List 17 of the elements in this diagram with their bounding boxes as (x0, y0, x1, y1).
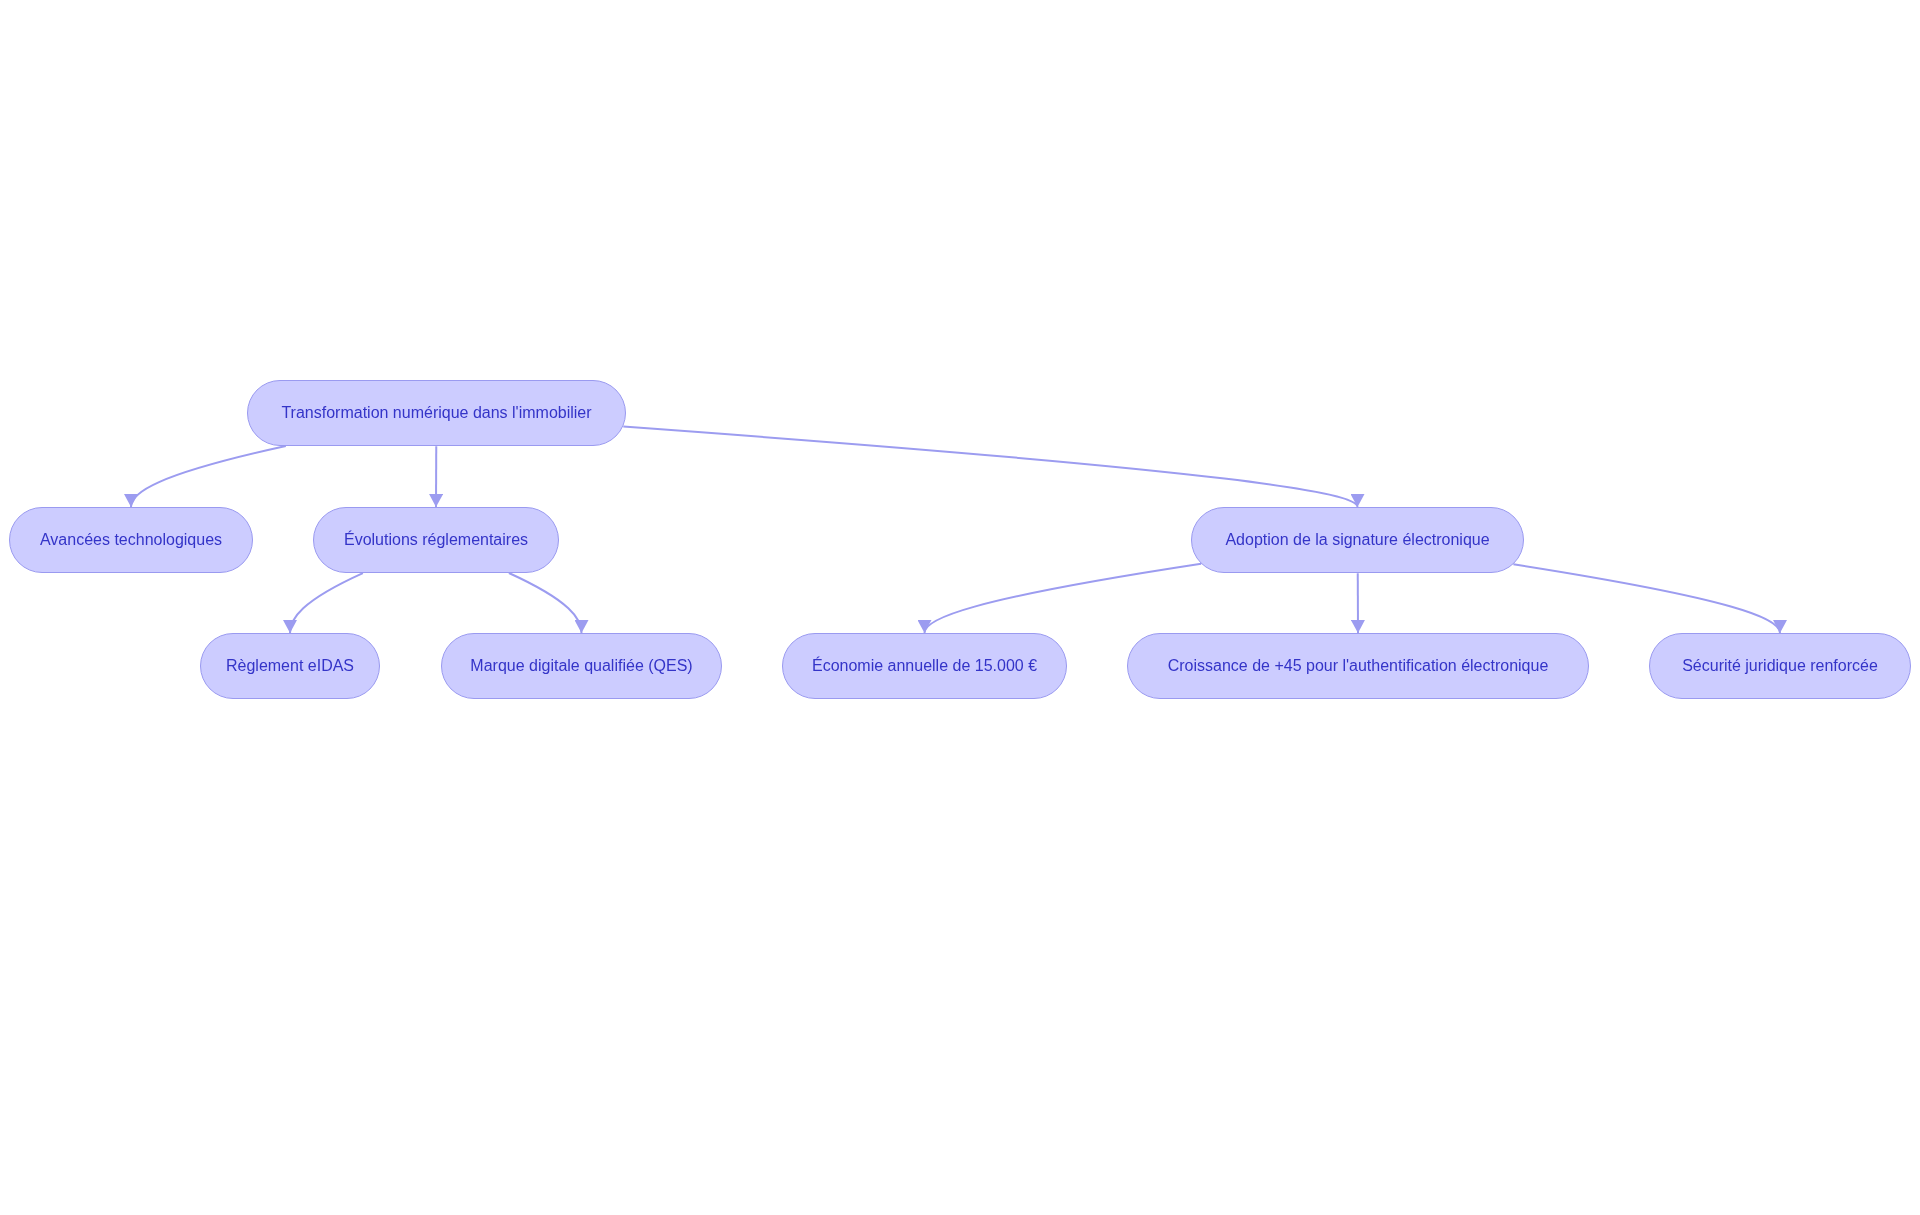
node-label: Transformation numérique dans l'immobilier (281, 403, 592, 423)
node-label: Économie annuelle de 15.000 € (811, 656, 1038, 676)
arrow (921, 562, 1203, 634)
rounded-node (1191, 507, 1524, 573)
arrow (507, 572, 588, 634)
arrow (126, 445, 287, 508)
node-label: Marque digitale qualifiée (QES) (470, 656, 693, 676)
arrow (429, 445, 444, 508)
node-label: Évolutions réglementaires (343, 530, 529, 550)
node-label: Adoption de la signature électronique (1225, 530, 1490, 550)
arrow (1512, 563, 1784, 634)
node-label: Règlement eIDAS (225, 656, 355, 676)
node-label: Avancées technologiques (39, 530, 223, 550)
node-label: Sécurité juridique renforcée (1682, 656, 1878, 676)
node-label: Croissance de +45 pour l'authentification électronique (1167, 656, 1549, 676)
arrow (283, 572, 364, 634)
arrow (1350, 572, 1365, 634)
